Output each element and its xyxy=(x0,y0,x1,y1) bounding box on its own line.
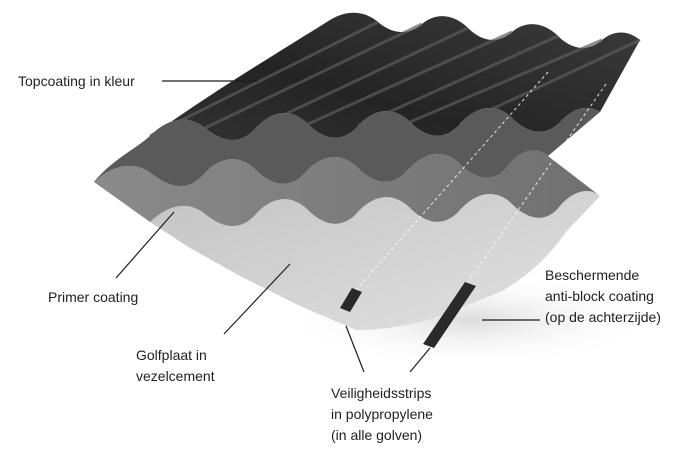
label-primer-coating: Primer coating xyxy=(48,287,138,308)
label-golfplaat-line-2: vezelcement xyxy=(136,368,215,384)
label-topcoating: Topcoating in kleur xyxy=(18,71,135,92)
label-beschermende-line-3: (op de achterzijde) xyxy=(545,309,661,325)
label-beschermende-line-1: Beschermende xyxy=(545,267,640,283)
fibre-cement-layer xyxy=(150,191,600,330)
leader-golfplaat xyxy=(223,263,291,335)
safety-strip-right xyxy=(423,282,476,348)
label-primer-line-1: Primer coating xyxy=(48,289,139,305)
label-veiligheidsstrips-line-3: (in alle golven) xyxy=(331,427,423,443)
label-veiligheidsstrips: Veiligheidsstrips in polypropylene (in a… xyxy=(331,383,433,446)
label-topcoating-line-1: Topcoating in kleur xyxy=(18,73,135,89)
leader-primer xyxy=(115,211,175,279)
ridge-highlights xyxy=(149,20,641,138)
label-veiligheidsstrips-line-2: in polypropylene xyxy=(331,406,433,422)
strip-dashed-lines xyxy=(355,71,607,291)
safety-strip-left xyxy=(340,288,362,312)
leader-lines xyxy=(115,80,540,373)
leader-veiligheidsstrips-right xyxy=(409,347,431,373)
label-golfplaat-line-1: Golfplaat in xyxy=(136,347,207,363)
label-golfplaat: Golfplaat in vezelcement xyxy=(136,345,215,387)
leader-veiligheidsstrips-left xyxy=(345,325,365,373)
primer-layer xyxy=(94,150,600,227)
label-beschermende-coating: Beschermende anti-block coating (op de a… xyxy=(545,265,661,328)
topcoating-front-edge xyxy=(94,107,600,187)
label-beschermende-line-2: anti-block coating xyxy=(545,288,654,304)
label-veiligheidsstrips-line-1: Veiligheidsstrips xyxy=(331,385,432,401)
